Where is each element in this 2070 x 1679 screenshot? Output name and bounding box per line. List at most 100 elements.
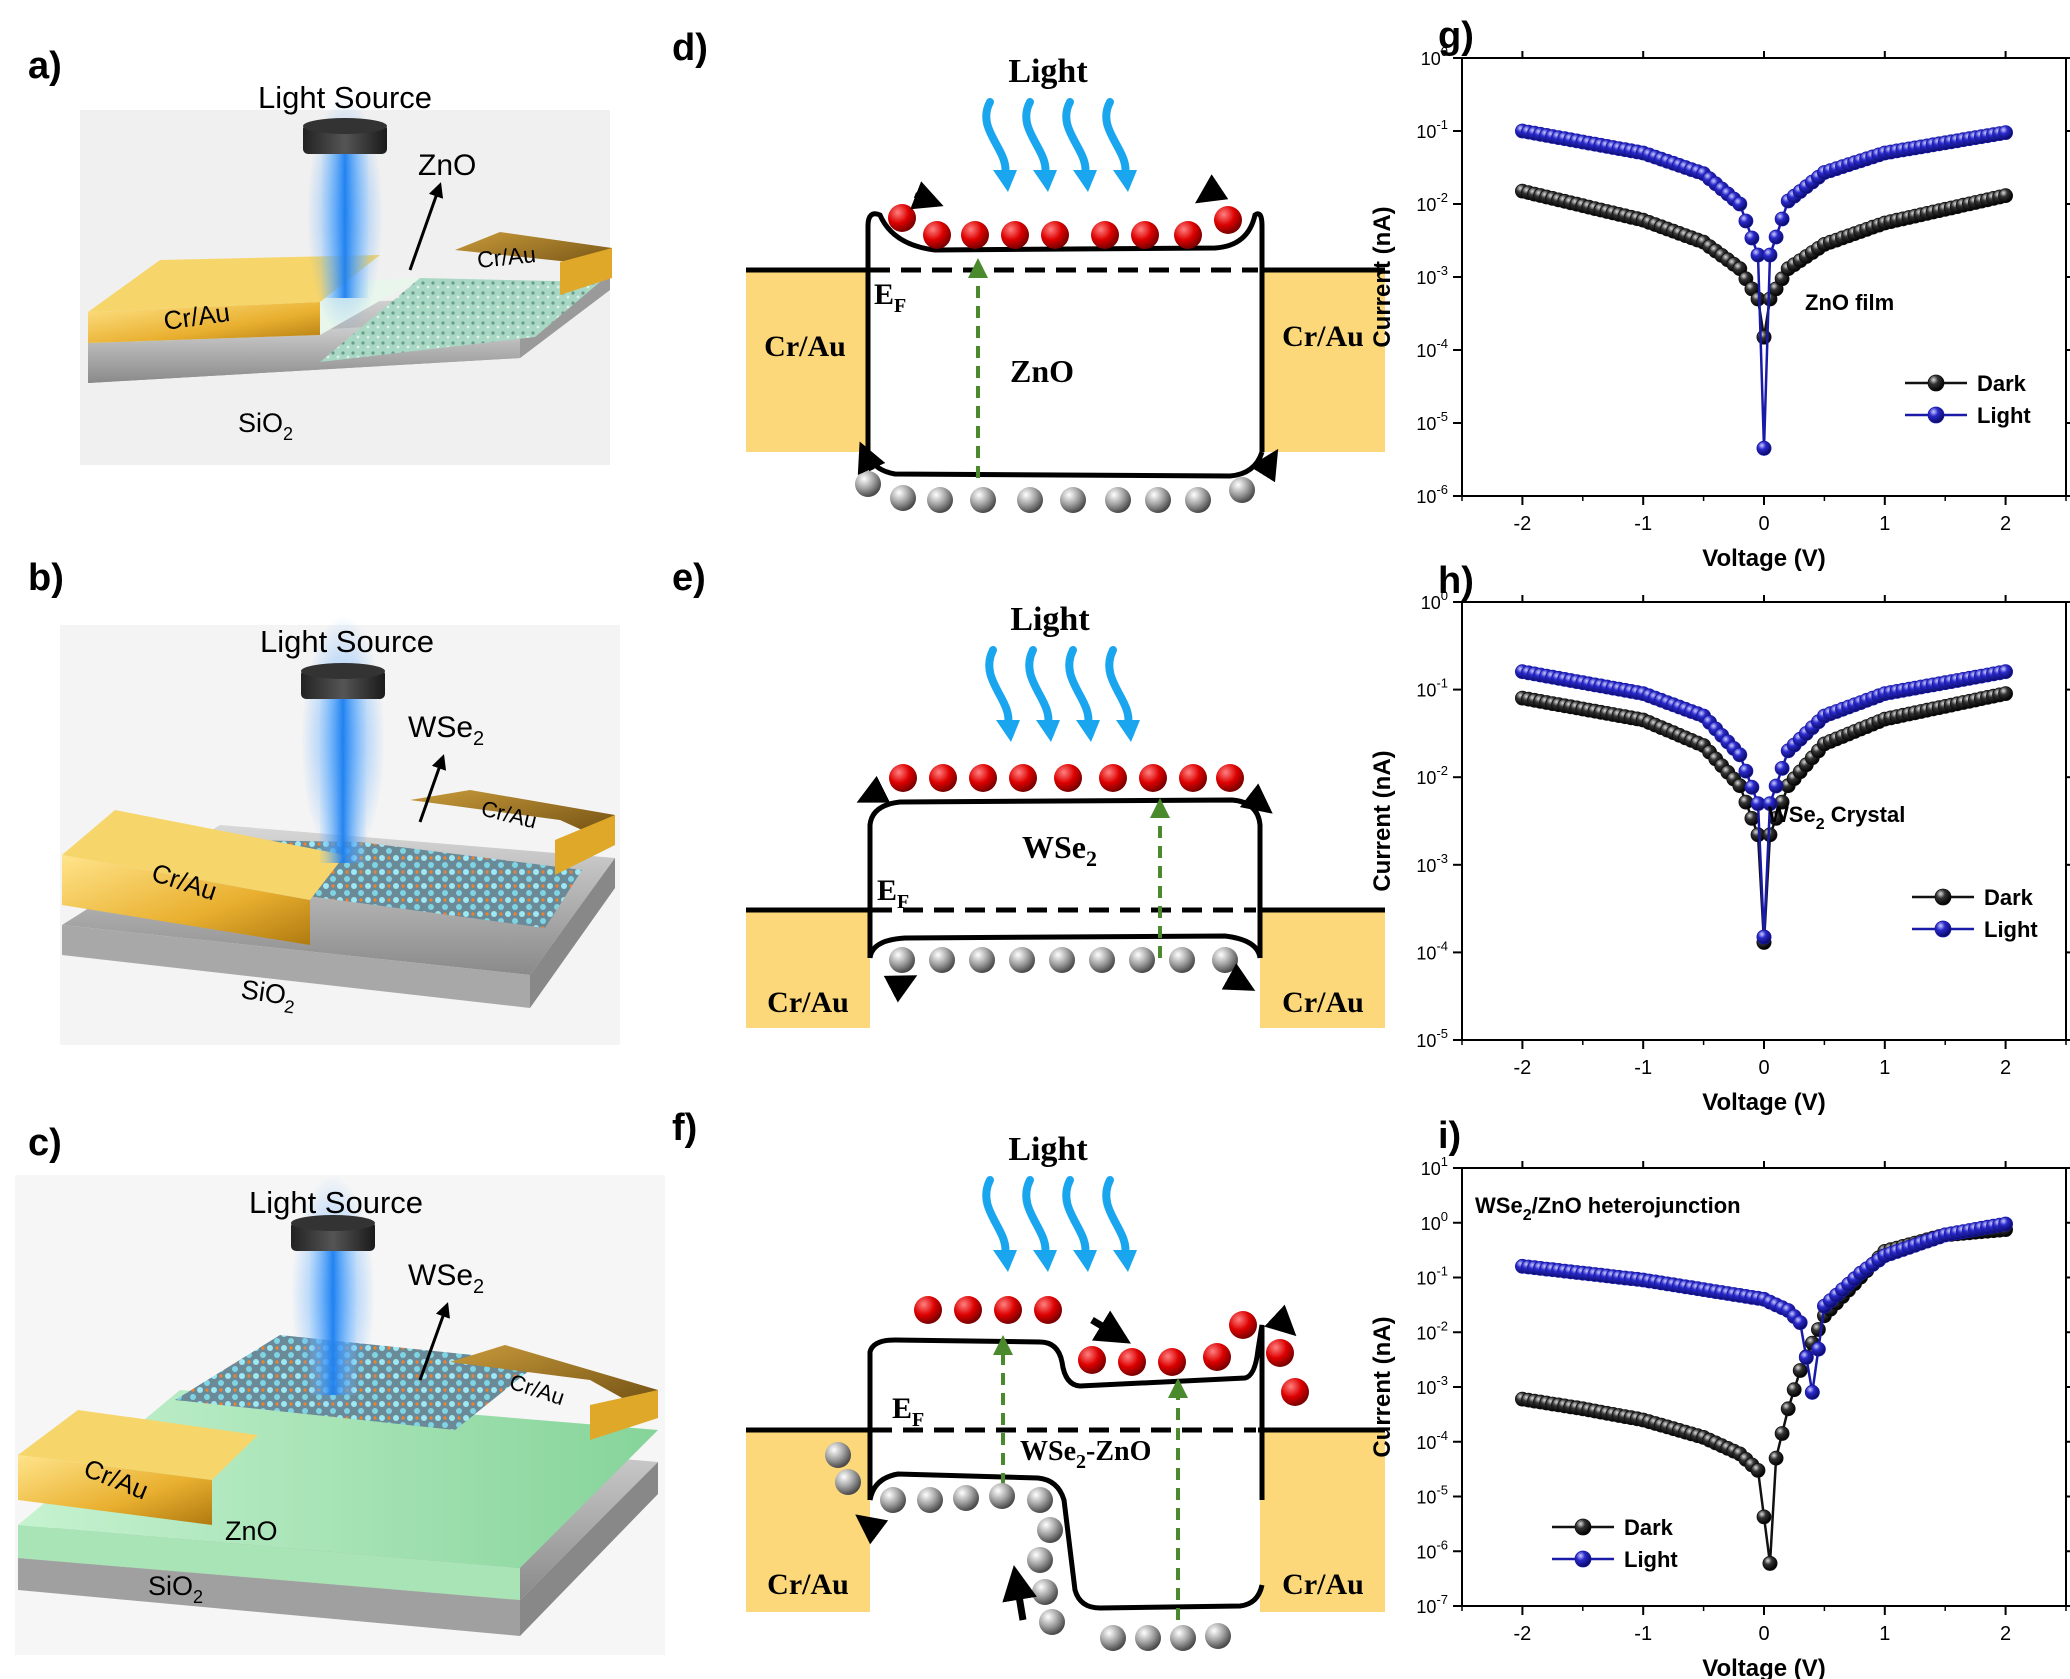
data-point-light xyxy=(1998,1216,2013,1232)
x-tick-label: 0 xyxy=(1758,1057,1769,1079)
y-tick-base: 10 xyxy=(1416,1323,1436,1343)
y-tick-base: 10 xyxy=(1421,49,1441,69)
data-point-light xyxy=(1768,778,1784,794)
y-tick-exp: -3 xyxy=(1436,1373,1448,1388)
panel-f-electrons xyxy=(914,1296,1309,1406)
panel-e-light-arrows xyxy=(985,646,1133,729)
y-tick-label: 10-2 xyxy=(1416,763,1448,788)
panel-e-hole-arrow-right xyxy=(1221,963,1256,991)
x-tick-label: -1 xyxy=(1634,513,1652,535)
panel-d-contact-left xyxy=(746,270,868,452)
y-tick-base: 10 xyxy=(1416,1378,1436,1398)
data-point-dark xyxy=(1811,1322,1826,1337)
panel-c: c) Light Source WSe2 Cr/Au Cr/Au ZnO SiO… xyxy=(15,1122,665,1655)
panel-a-beam xyxy=(322,148,368,298)
x-tick-label: -1 xyxy=(1634,1057,1652,1079)
data-point-light xyxy=(1762,247,1778,263)
panel-e-valence-band xyxy=(867,933,1263,959)
panel-f-contact-right-label: Cr/Au xyxy=(1282,1568,1364,1601)
panel-c-pad-right xyxy=(450,1345,658,1418)
y-tick-exp: -5 xyxy=(1436,1483,1448,1498)
panel-f-light-heads xyxy=(993,1250,1137,1272)
y-tick-label: 10-1 xyxy=(1416,676,1448,701)
panel-f-letter: f) xyxy=(672,1107,697,1149)
panel-b-substrate-side xyxy=(530,858,615,1008)
panel-d-electron-arrow-right xyxy=(1195,174,1229,204)
panel-a-substrate-label: SiO2 xyxy=(238,408,293,444)
data-point-light xyxy=(1738,763,1754,779)
panel-c-lamp-top xyxy=(291,1215,375,1231)
panel-d-contact-left-label: Cr/Au xyxy=(764,330,846,363)
panel-b: b) Light Source WSe2 Cr/Au Cr/Au SiO2 xyxy=(28,557,620,1045)
panel-e-electron-arrow-right xyxy=(1239,783,1273,814)
y-tick-exp: -6 xyxy=(1436,482,1448,497)
y-tick-base: 10 xyxy=(1416,195,1436,215)
y-tick-base: 10 xyxy=(1421,593,1441,613)
y-tick-exp: -5 xyxy=(1436,1026,1448,1041)
chart-h-annotation: WSe2 Crystal xyxy=(1768,802,1905,833)
y-tick-exp: 0 xyxy=(1441,44,1448,59)
panel-d-channel-label: ZnO xyxy=(1010,353,1074,389)
panel-b-source-label: Light Source xyxy=(260,624,434,659)
panel-c-source-label: Light Source xyxy=(249,1185,423,1220)
x-axis-label: Voltage (V) xyxy=(1702,1089,1826,1116)
panel-c-zno-label: ZnO xyxy=(225,1516,278,1546)
panel-f-ef-label: EF xyxy=(892,1392,924,1431)
annotation-sub: 2 xyxy=(1523,1207,1532,1224)
y-tick-label: 10-5 xyxy=(1416,1483,1448,1508)
data-point-dark xyxy=(1998,686,2013,701)
panel-b-pad-right-front xyxy=(555,815,615,875)
panel-e-light-heads xyxy=(996,720,1140,742)
y-axis-label: Current (nA) xyxy=(1369,750,1396,891)
y-tick-label: 101 xyxy=(1421,1154,1448,1179)
panel-c-material-label: WSe2 xyxy=(408,1259,484,1298)
panel-b-material-pointer xyxy=(418,754,447,823)
panel-a-letter: a) xyxy=(28,45,62,87)
y-tick-base: 10 xyxy=(1416,414,1436,434)
panel-b-substrate-label: SiO2 xyxy=(238,974,298,1017)
data-point-light xyxy=(1792,1315,1808,1330)
panel-d-ef-label: EF xyxy=(874,278,906,317)
panel-d-light-arrows xyxy=(982,98,1130,179)
legend-light-label: Light xyxy=(1977,403,2031,428)
y-tick-base: 10 xyxy=(1421,1214,1441,1234)
data-point-dark xyxy=(1756,1509,1772,1525)
y-tick-base: 10 xyxy=(1416,856,1436,876)
data-point-dark xyxy=(1780,1401,1796,1417)
y-tick-base: 10 xyxy=(1416,1031,1436,1051)
data-point-light xyxy=(1998,664,2013,680)
legend-dark-marker xyxy=(1927,374,1945,392)
data-point-light xyxy=(1738,213,1754,229)
x-tick-label: -2 xyxy=(1514,1623,1532,1645)
panel-d-light-label: Light xyxy=(1008,53,1088,90)
y-tick-exp: -4 xyxy=(1436,336,1448,351)
y-tick-exp: -4 xyxy=(1436,1428,1448,1443)
panel-f-contact-right xyxy=(1260,1430,1385,1612)
panel-a-material-pointer xyxy=(408,182,444,271)
x-tick-label: 2 xyxy=(2000,1057,2011,1079)
y-tick-exp: -7 xyxy=(1436,1592,1448,1607)
panel-d-hole-arrow-left xyxy=(857,441,886,475)
chart-g-letter: g) xyxy=(1438,15,1474,57)
legend-light-marker xyxy=(1927,406,1945,424)
x-tick-label: 0 xyxy=(1758,513,1769,535)
data-point-light xyxy=(1798,1350,1814,1365)
y-tick-label: 100 xyxy=(1421,588,1448,613)
panel-c-substrate-side xyxy=(520,1462,658,1636)
y-tick-base: 10 xyxy=(1416,943,1436,963)
panel-d-holes xyxy=(855,471,1255,513)
y-tick-label: 10-7 xyxy=(1416,1592,1448,1617)
annotation-base: WSe xyxy=(1475,1193,1523,1218)
chart-g-annotation: ZnO film xyxy=(1805,290,1894,315)
data-point-dark xyxy=(1744,811,1760,826)
panel-d-electrons xyxy=(888,204,1242,249)
legend-dark-label: Dark xyxy=(1977,371,2027,396)
panel-e-letter: e) xyxy=(672,557,706,599)
panel-a-zno-texture xyxy=(320,278,600,362)
panel-d: d) Light xyxy=(672,27,1385,513)
y-tick-base: 10 xyxy=(1421,1159,1441,1179)
legend-light-marker xyxy=(1574,1550,1592,1568)
